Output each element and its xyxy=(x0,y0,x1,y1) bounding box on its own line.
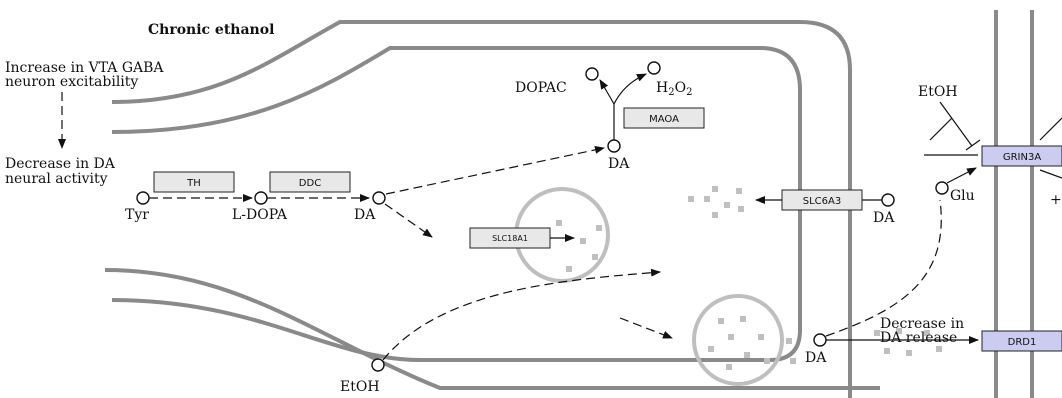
label-da-reuptake: DA xyxy=(873,210,895,226)
etoh-inhibition-bar xyxy=(965,139,981,151)
etoh-inhibition-line xyxy=(939,101,973,147)
label-plus: + xyxy=(1050,192,1062,208)
gene-label-maoa: MAOA xyxy=(649,114,679,125)
axon-membrane-outer xyxy=(111,20,852,398)
axon-membrane-lower-inner xyxy=(104,268,880,390)
vesicle-docked xyxy=(692,294,784,386)
node-glu[interactable] xyxy=(935,181,949,195)
label-etoh-top: EtOH xyxy=(918,84,958,100)
gene-label-drd1: DRD1 xyxy=(1008,337,1037,348)
arrow-glu-to-grin3a xyxy=(946,167,977,184)
node-da-cytosol[interactable] xyxy=(372,191,386,205)
gene-box-drd1[interactable] xyxy=(981,330,1062,352)
da-activity-note-line1: Decrease in DA xyxy=(5,156,116,172)
reuptake-path xyxy=(825,199,942,337)
diagram-title: Chronic ethanol xyxy=(148,22,274,38)
node-da-cleft[interactable] xyxy=(813,333,827,347)
maoa-branch-right xyxy=(613,73,647,105)
grin3a-upper-line xyxy=(1039,117,1062,141)
gene-label-ddc: DDC xyxy=(299,178,321,189)
gene-box-ddc[interactable] xyxy=(269,171,351,193)
label-etoh-bottom: EtOH xyxy=(340,379,380,395)
gene-label-grin3a: GRIN3A xyxy=(1003,152,1041,163)
label-glu: Glu xyxy=(950,188,975,204)
label-tyr: Tyr xyxy=(125,207,149,223)
release-note-line2: DA release xyxy=(880,330,957,346)
node-tyr[interactable] xyxy=(136,191,150,205)
da-activity-note-line2: neural activity xyxy=(5,171,108,187)
label-dopac: DOPAC xyxy=(515,80,567,96)
axon-membrane-inner xyxy=(111,46,802,362)
label-h2o2: H2O2 xyxy=(656,80,692,98)
gene-label-slc6a3: SLC6A3 xyxy=(803,196,841,207)
maoa-branch-left xyxy=(599,79,615,105)
node-etoh-bottom[interactable] xyxy=(371,358,385,372)
arrow-da-to-slc18a1 xyxy=(384,203,433,238)
label-da-cytosol: DA xyxy=(354,207,376,223)
gene-label-th: TH xyxy=(186,178,201,189)
arrow-etoh-to-release xyxy=(382,268,661,361)
gene-box-maoa[interactable] xyxy=(623,107,705,129)
vta-note-line1: Increase in VTA GABA xyxy=(5,60,164,76)
gene-box-grin3a[interactable] xyxy=(981,145,1062,167)
release-note-line1: Decrease in xyxy=(880,316,964,332)
node-h2o2[interactable] xyxy=(647,61,661,75)
grin3a-output-line xyxy=(1039,169,1062,179)
node-da-maoa[interactable] xyxy=(607,139,621,153)
node-dopac[interactable] xyxy=(585,67,599,81)
label-da-maoa: DA xyxy=(608,156,630,172)
node-ldopa[interactable] xyxy=(254,191,268,205)
arrow-da-to-maoa xyxy=(385,145,605,195)
gene-label-slc18a1: SLC18A1 xyxy=(492,234,528,243)
arrow-vesicle-to-dock xyxy=(619,317,673,339)
node-da-reuptake[interactable] xyxy=(881,193,895,207)
gene-box-th[interactable] xyxy=(153,171,235,193)
etoh-inhibition-tick xyxy=(929,117,953,141)
label-da-cleft: DA xyxy=(805,350,827,366)
label-ldopa: L-DOPA xyxy=(232,207,288,223)
vta-note-line2: neuron excitability xyxy=(5,74,138,90)
